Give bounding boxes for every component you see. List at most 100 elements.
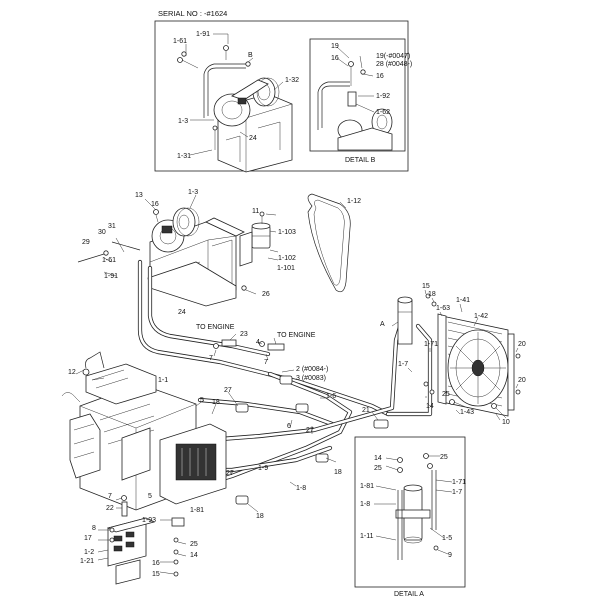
callout-12: 12 — [68, 369, 76, 376]
callout-1-71-da: 1-71 — [452, 479, 466, 486]
callout-6: 6 — [287, 423, 291, 430]
callout-1-91: 1-91 — [196, 31, 210, 38]
main-upper-leaders — [103, 194, 347, 277]
to-engine-label-left: TO ENGINE — [196, 324, 235, 331]
callout-14-l: 14 — [190, 552, 198, 559]
condenser-assembly — [397, 293, 521, 419]
callout-15-l: 15 — [152, 571, 160, 578]
callout-1-93: 1-93 — [142, 517, 156, 524]
callout-1-61-main: 1-61 — [102, 257, 116, 264]
callout-11: 11 — [252, 208, 259, 215]
hose-clamps — [235, 375, 389, 505]
callout-1-103: 1-103 — [278, 229, 296, 236]
callout-1-101: 1-101 — [277, 265, 295, 272]
callout-2-0084: 2 (#0084-) — [296, 366, 328, 373]
callout-3-0083: 3 (#0083) — [296, 375, 326, 382]
callout-1-61: 1-61 — [173, 38, 187, 45]
callout-24-main: 24 — [178, 309, 186, 316]
callout-4: 4 — [256, 339, 260, 346]
callout-1-62: 1-62 — [376, 109, 390, 116]
detail-b — [309, 38, 406, 152]
drive-belt — [307, 193, 351, 293]
to-engine-label-right: TO ENGINE — [277, 332, 316, 339]
callout-14-r: 14 — [426, 403, 434, 410]
callout-1-21: 1-21 — [80, 558, 94, 565]
callout-1-6: 1-6 — [326, 393, 336, 400]
callout-25-l: 25 — [190, 541, 198, 548]
callout-17: 17 — [84, 535, 92, 542]
top-inset: SERIAL NO : -#1624 — [154, 9, 412, 173]
callout-25-r: 25 — [442, 391, 450, 398]
callout-1-7-r: 1-7 — [398, 361, 408, 368]
callout-16: 16 — [331, 55, 339, 62]
callout-1-8-da: 1-8 — [360, 501, 370, 508]
callout-1-12: 1-12 — [347, 198, 361, 205]
callout-25a-da: 25 — [374, 465, 382, 472]
top-inset-frame — [154, 20, 409, 172]
callout-19: 19 — [331, 43, 339, 50]
callout-1-31: 1-31 — [177, 153, 191, 160]
lower-fasteners — [75, 369, 205, 577]
callout-18-r: 18 — [428, 291, 436, 298]
callout-1-92: 1-92 — [376, 93, 390, 100]
to-engine-fittings — [211, 333, 337, 513]
compressor-assembly — [77, 207, 257, 307]
callout-1-9: 1-9 — [258, 465, 268, 472]
detail-a — [354, 436, 466, 588]
callout-1-41: 1-41 — [456, 297, 470, 304]
callout-18a: 18 — [212, 399, 220, 406]
callout-18c: 18 — [256, 513, 264, 520]
callout-14-da: 14 — [374, 455, 382, 462]
callout-1-102: 1-102 — [278, 255, 296, 262]
detail-b-label: DETAIL B — [345, 157, 376, 164]
callout-20b: 20 — [518, 377, 526, 384]
receiver-drier-bracket — [239, 211, 271, 267]
callout-7b: 7 — [264, 359, 268, 366]
callout-9-da: 9 — [448, 552, 452, 559]
callout-30: 30 — [98, 229, 106, 236]
top-inset-leaders — [185, 33, 284, 156]
callout-1-91-main: 1-91 — [104, 273, 118, 280]
callout-1-63: 1-63 — [436, 305, 450, 312]
callout-31: 31 — [108, 223, 116, 230]
callout-8: 8 — [92, 525, 96, 532]
callout-1-43: 1-43 — [460, 409, 474, 416]
callout-1-32: 1-32 — [285, 77, 299, 84]
callout-1-3-main: 1-3 — [188, 189, 198, 196]
detail-b-frame — [309, 38, 406, 152]
callout-1-71-r: 1-71 — [424, 341, 438, 348]
callout-13: 13 — [135, 192, 143, 199]
callout-7-l: 7 — [108, 493, 112, 500]
callout-27c: 27 — [226, 470, 234, 477]
callout-7a: 7 — [209, 355, 213, 362]
detail-a-frame — [354, 436, 466, 588]
callout-24: 24 — [249, 135, 257, 142]
compressor-assembly-inset — [177, 45, 293, 173]
control-panel — [106, 517, 156, 585]
callout-27a: 27 — [224, 387, 232, 394]
detail-a-label: DETAIL A — [394, 591, 424, 598]
callout-5: 5 — [200, 397, 204, 404]
callout-21: 21 — [362, 407, 370, 414]
callout-1-81: 1-81 — [190, 507, 204, 514]
callout-1-1: 1-1 — [158, 377, 168, 384]
callout-1-5-da: 1-5 — [442, 535, 452, 542]
callout-1-11-da: 1-11 — [360, 533, 374, 540]
callout-28-0048: 28 (#0048-) — [376, 61, 412, 68]
callout-27b: 27 — [306, 427, 314, 434]
callout-26: 26 — [262, 291, 270, 298]
refrigerant-hoses — [137, 259, 433, 495]
callout-20a: 20 — [518, 341, 526, 348]
callout-1-8: 1-8 — [296, 485, 306, 492]
callout-18b: 18 — [334, 469, 342, 476]
hvac-unit — [61, 351, 227, 511]
callout-15-r: 15 — [422, 283, 430, 290]
condenser-leaders — [371, 289, 519, 421]
callout-1-81-da: 1-81 — [360, 483, 374, 490]
callout-1-42: 1-42 — [474, 313, 488, 320]
callout-23: 23 — [240, 331, 248, 338]
callout-a: A — [380, 321, 385, 328]
callout-10: 10 — [502, 419, 510, 426]
callout-22: 22 — [106, 505, 114, 512]
